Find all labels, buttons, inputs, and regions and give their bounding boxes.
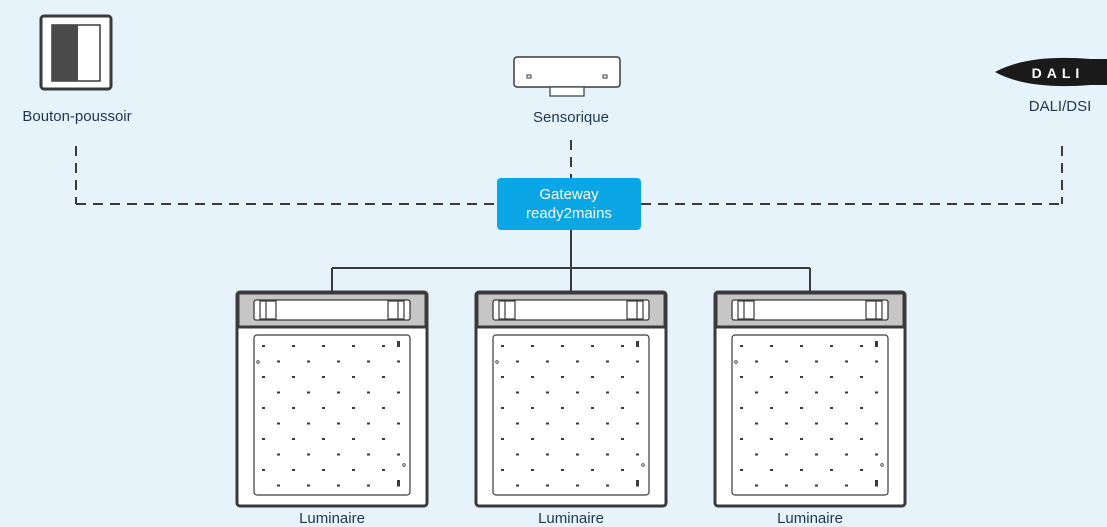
luminaire-label: Luminaire bbox=[538, 510, 604, 527]
control-wiring bbox=[75, 140, 1063, 205]
luminaire-icon bbox=[474, 290, 668, 508]
luminaire-icon bbox=[713, 290, 907, 508]
pushbutton-icon bbox=[39, 14, 113, 91]
luminaire-icon bbox=[235, 290, 429, 508]
led-grid bbox=[262, 345, 400, 487]
gateway-title: Gateway bbox=[539, 186, 599, 203]
gateway-box: Gateway ready2mains bbox=[497, 178, 641, 230]
luminaire-label: Luminaire bbox=[299, 510, 365, 527]
dali-logo: DALI bbox=[995, 57, 1107, 87]
luminaire-label: Luminaire bbox=[777, 510, 843, 527]
svg-text:DALI: DALI bbox=[1032, 65, 1085, 81]
sensor-label: Sensorique bbox=[533, 109, 609, 126]
led-grid bbox=[501, 345, 639, 487]
dali-label: DALI/DSI bbox=[1028, 98, 1092, 115]
gateway-subtitle: ready2mains bbox=[526, 205, 612, 222]
pushbutton-label: Bouton-poussoir bbox=[22, 108, 132, 125]
sensor-icon bbox=[513, 56, 621, 97]
mains-wiring bbox=[331, 230, 811, 292]
